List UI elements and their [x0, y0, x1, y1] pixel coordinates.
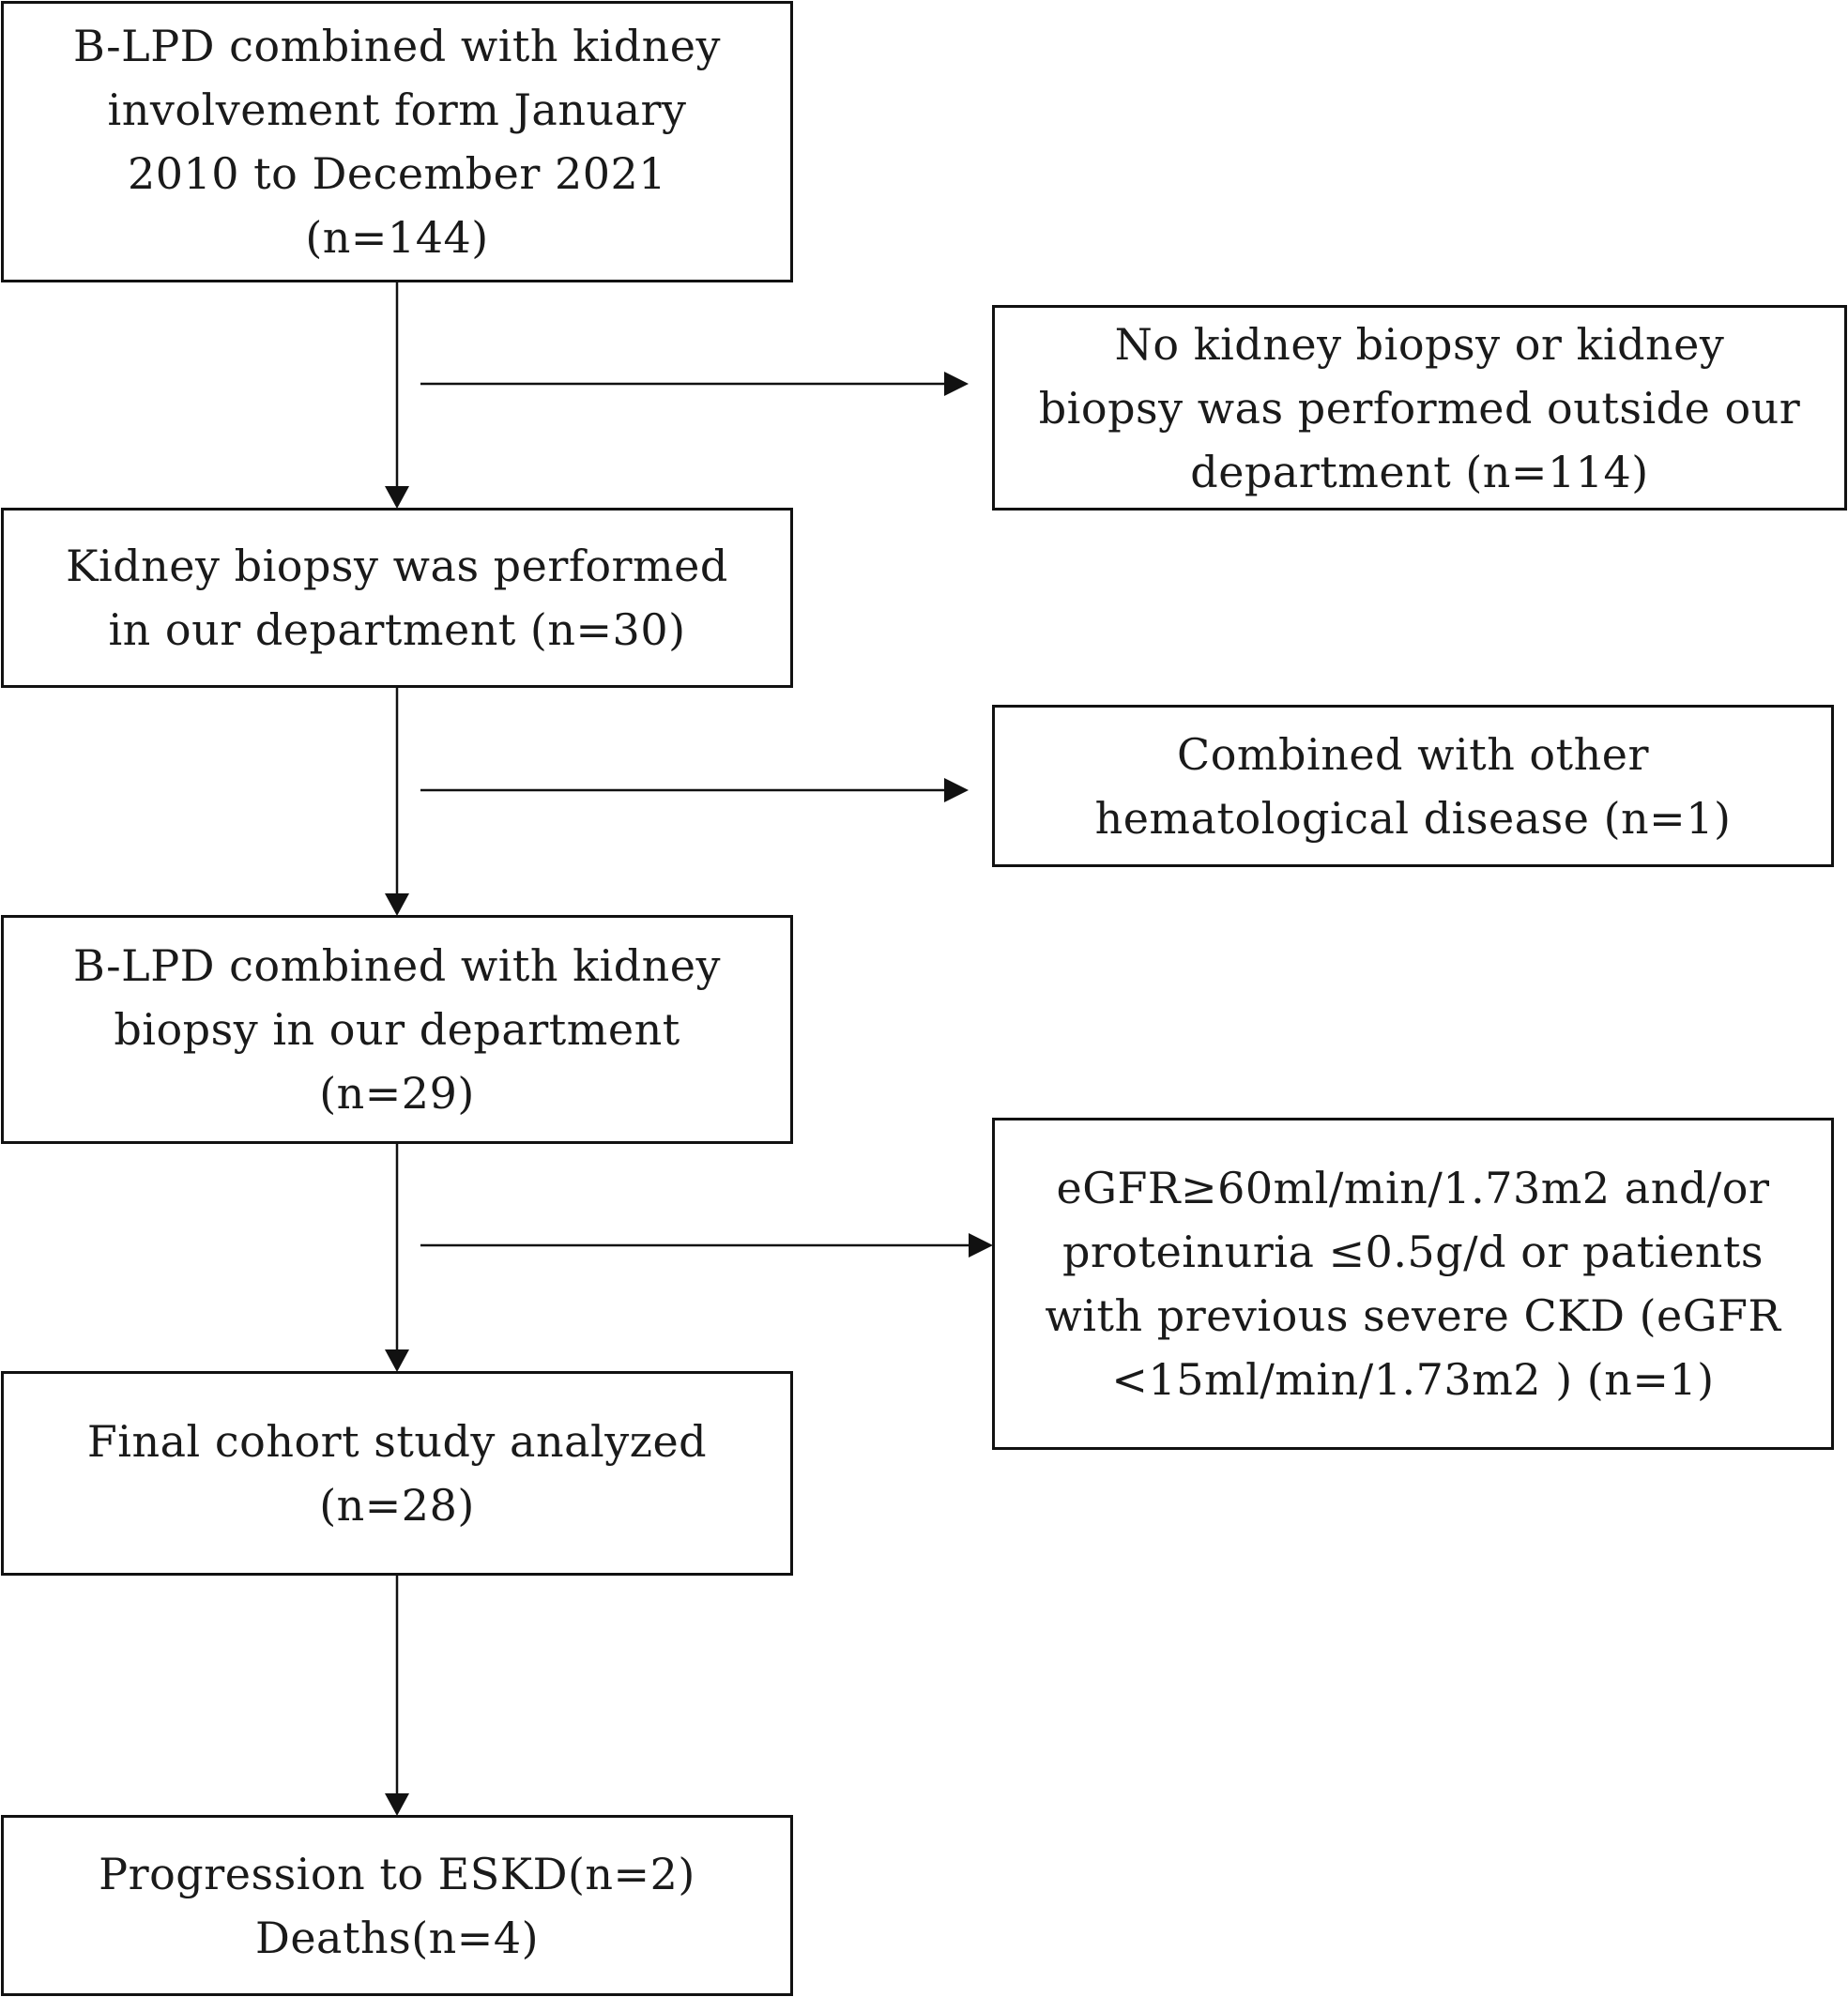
box-exclude-1-line-3: department (n=114): [1190, 446, 1649, 497]
box-final-line-1: Final cohort study analyzed: [86, 1416, 708, 1467]
box-final-line-2: (n=28): [319, 1480, 475, 1531]
box-blpd-biopsy: B-LPD combined with kidney biopsy in our…: [1, 915, 793, 1144]
box-exclude-3-line-1: eGFR≥60ml/min/1.73m2 and/or: [1056, 1163, 1770, 1213]
arrowhead-exclude-3: [969, 1233, 993, 1258]
box-start-line-4: (n=144): [305, 212, 489, 263]
box-exclude-3-line-2: proteinuria ≤0.5g/d or patients: [1061, 1227, 1764, 1277]
box-exclude-3: eGFR≥60ml/min/1.73m2 and/or proteinuria …: [992, 1118, 1834, 1450]
box-exclude-1: No kidney biopsy or kidney biopsy was pe…: [992, 305, 1847, 511]
box-biopsy: Kidney biopsy was performed in our depar…: [1, 508, 793, 688]
box-outcome: Progression to ESKD(n=2) Deaths(n=4): [1, 1815, 793, 1996]
arrowhead-final-to-outcome: [385, 1793, 409, 1816]
box-outcome-line-1: Progression to ESKD(n=2): [99, 1848, 695, 1899]
box-biopsy-line-2: in our department (n=30): [108, 604, 686, 655]
box-start-line-2: involvement form January: [107, 84, 687, 135]
box-exclude-1-line-1: No kidney biopsy or kidney: [1114, 318, 1725, 370]
box-exclude-2-line-1: Combined with other: [1177, 728, 1649, 780]
box-start: B-LPD combined with kidney involvement f…: [1, 1, 793, 282]
box-exclude-3-line-3: with previous severe CKD (eGFR: [1045, 1290, 1781, 1341]
box-start-line-1: B-LPD combined with kidney: [72, 21, 722, 71]
box-blpd-biopsy-line-3: (n=29): [319, 1068, 475, 1119]
box-exclude-2-line-2: hematological disease (n=1): [1094, 792, 1732, 844]
box-biopsy-line-1: Kidney biopsy was performed: [66, 541, 728, 591]
arrowhead-exclude-1: [944, 372, 969, 396]
arrowhead-exclude-2: [944, 778, 969, 802]
arrowhead-blpd-biopsy-to-final: [385, 1349, 409, 1372]
box-exclude-2: Combined with other hematological diseas…: [992, 705, 1834, 867]
box-blpd-biopsy-line-2: biopsy in our department: [114, 1004, 680, 1055]
box-exclude-3-line-4: <15ml/min/1.73m2 ) (n=1): [1111, 1354, 1715, 1405]
arrowhead-biopsy-to-blpd-biopsy: [385, 893, 409, 916]
box-blpd-biopsy-line-1: B-LPD combined with kidney: [72, 940, 722, 991]
box-exclude-1-line-2: biopsy was performed outside our: [1038, 382, 1801, 434]
arrowhead-start-to-biopsy: [385, 486, 409, 509]
box-start-line-3: 2010 to December 2021: [127, 148, 667, 199]
box-final: Final cohort study analyzed (n=28): [1, 1371, 793, 1576]
box-outcome-line-2: Deaths(n=4): [254, 1912, 540, 1963]
